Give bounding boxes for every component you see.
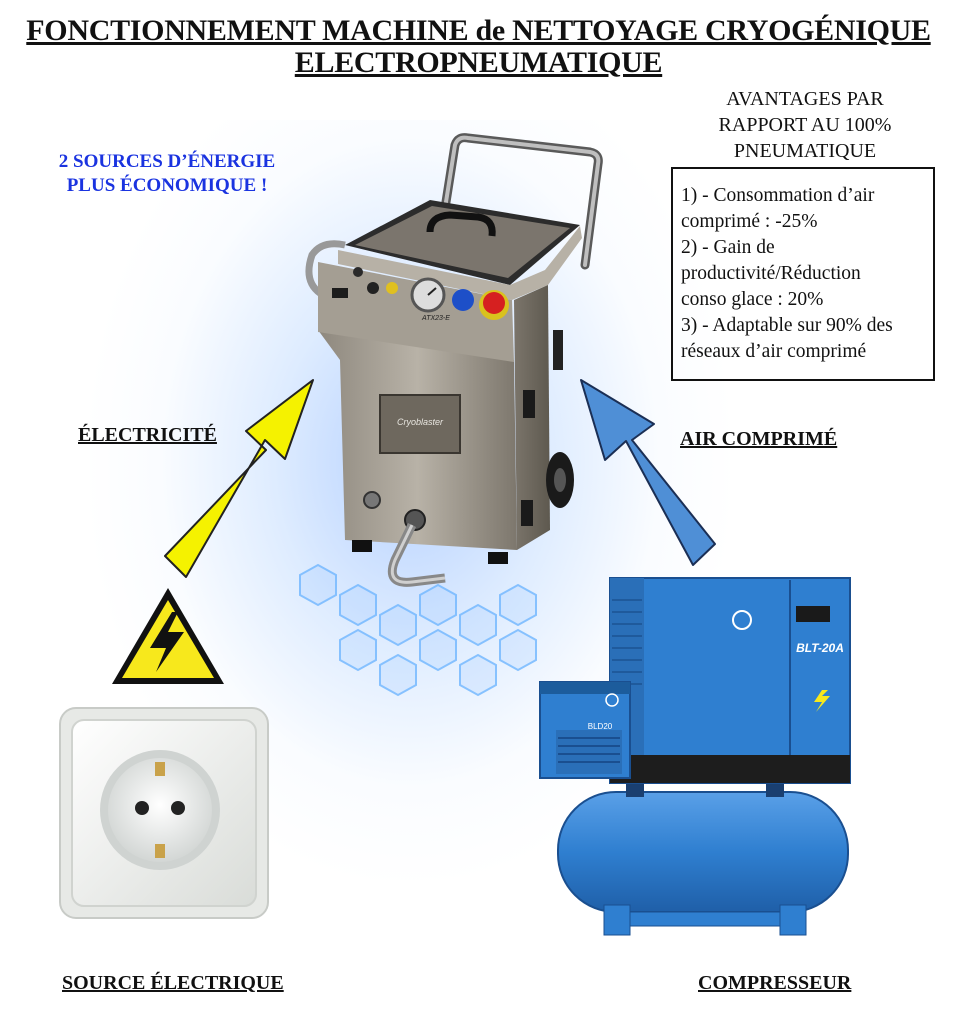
advantage-line: productivité/Réduction [681,263,861,284]
compressor-model-text: BLT-20A [796,641,844,655]
advantage-line: 3) - Adaptable sur 90% des [681,315,893,336]
page-title-line1: FONCTIONNEMENT MACHINE de NETTOYAGE CRYO… [26,14,931,47]
advantages-heading: AVANTAGES PAR RAPPORT AU 100% PNEUMATIQU… [680,86,930,164]
advantage-line: comprimé : -25% [681,211,818,232]
advantages-heading-line2: RAPPORT AU 100% [718,114,892,136]
advantage-line: réseaux d’air comprimé [681,341,867,362]
compressed-air-label: AIR COMPRIMÉ [680,428,838,450]
compressor-illustration: BLT-20A BLD20 [539,577,851,936]
machine-model-text: ATX23-E [421,315,450,322]
power-outlet-icon [59,707,269,919]
machine-brand-plate: Cryoblaster [397,417,444,427]
cryogenic-machine: Cryoblaster ATX23-E [305,133,603,587]
high-voltage-warning-icon [112,588,224,684]
energy-callout-line1: 2 SOURCES D’ÉNERGIE [58,151,276,172]
electricity-arrow [164,379,314,578]
advantage-line: 1) - Consommation d’air [681,185,875,206]
compressed-air-arrow [580,379,716,566]
power-source-label: SOURCE ÉLECTRIQUE [62,972,284,994]
hexagon-pattern [299,563,537,697]
page-title-line2: ELECTROPNEUMATIQUE [294,46,663,79]
advantages-box: 1) - Consommation d’air comprimé : -25% … [671,167,935,381]
advantage-line: 2) - Gain de [681,237,775,258]
advantages-heading-line1: AVANTAGES PAR [726,88,884,110]
dryer-label-text: BLD20 [588,722,613,731]
advantage-line: conso glace : 20% [681,289,824,310]
energy-callout-line2: PLUS ÉCONOMIQUE ! [66,175,268,196]
advantages-heading-line3: PNEUMATIQUE [733,140,877,162]
energy-callout: 2 SOURCES D’ÉNERGIE PLUS ÉCONOMIQUE ! [22,150,312,198]
compressor-label: COMPRESSEUR [698,972,852,994]
electricity-label: ÉLECTRICITÉ [78,424,217,446]
